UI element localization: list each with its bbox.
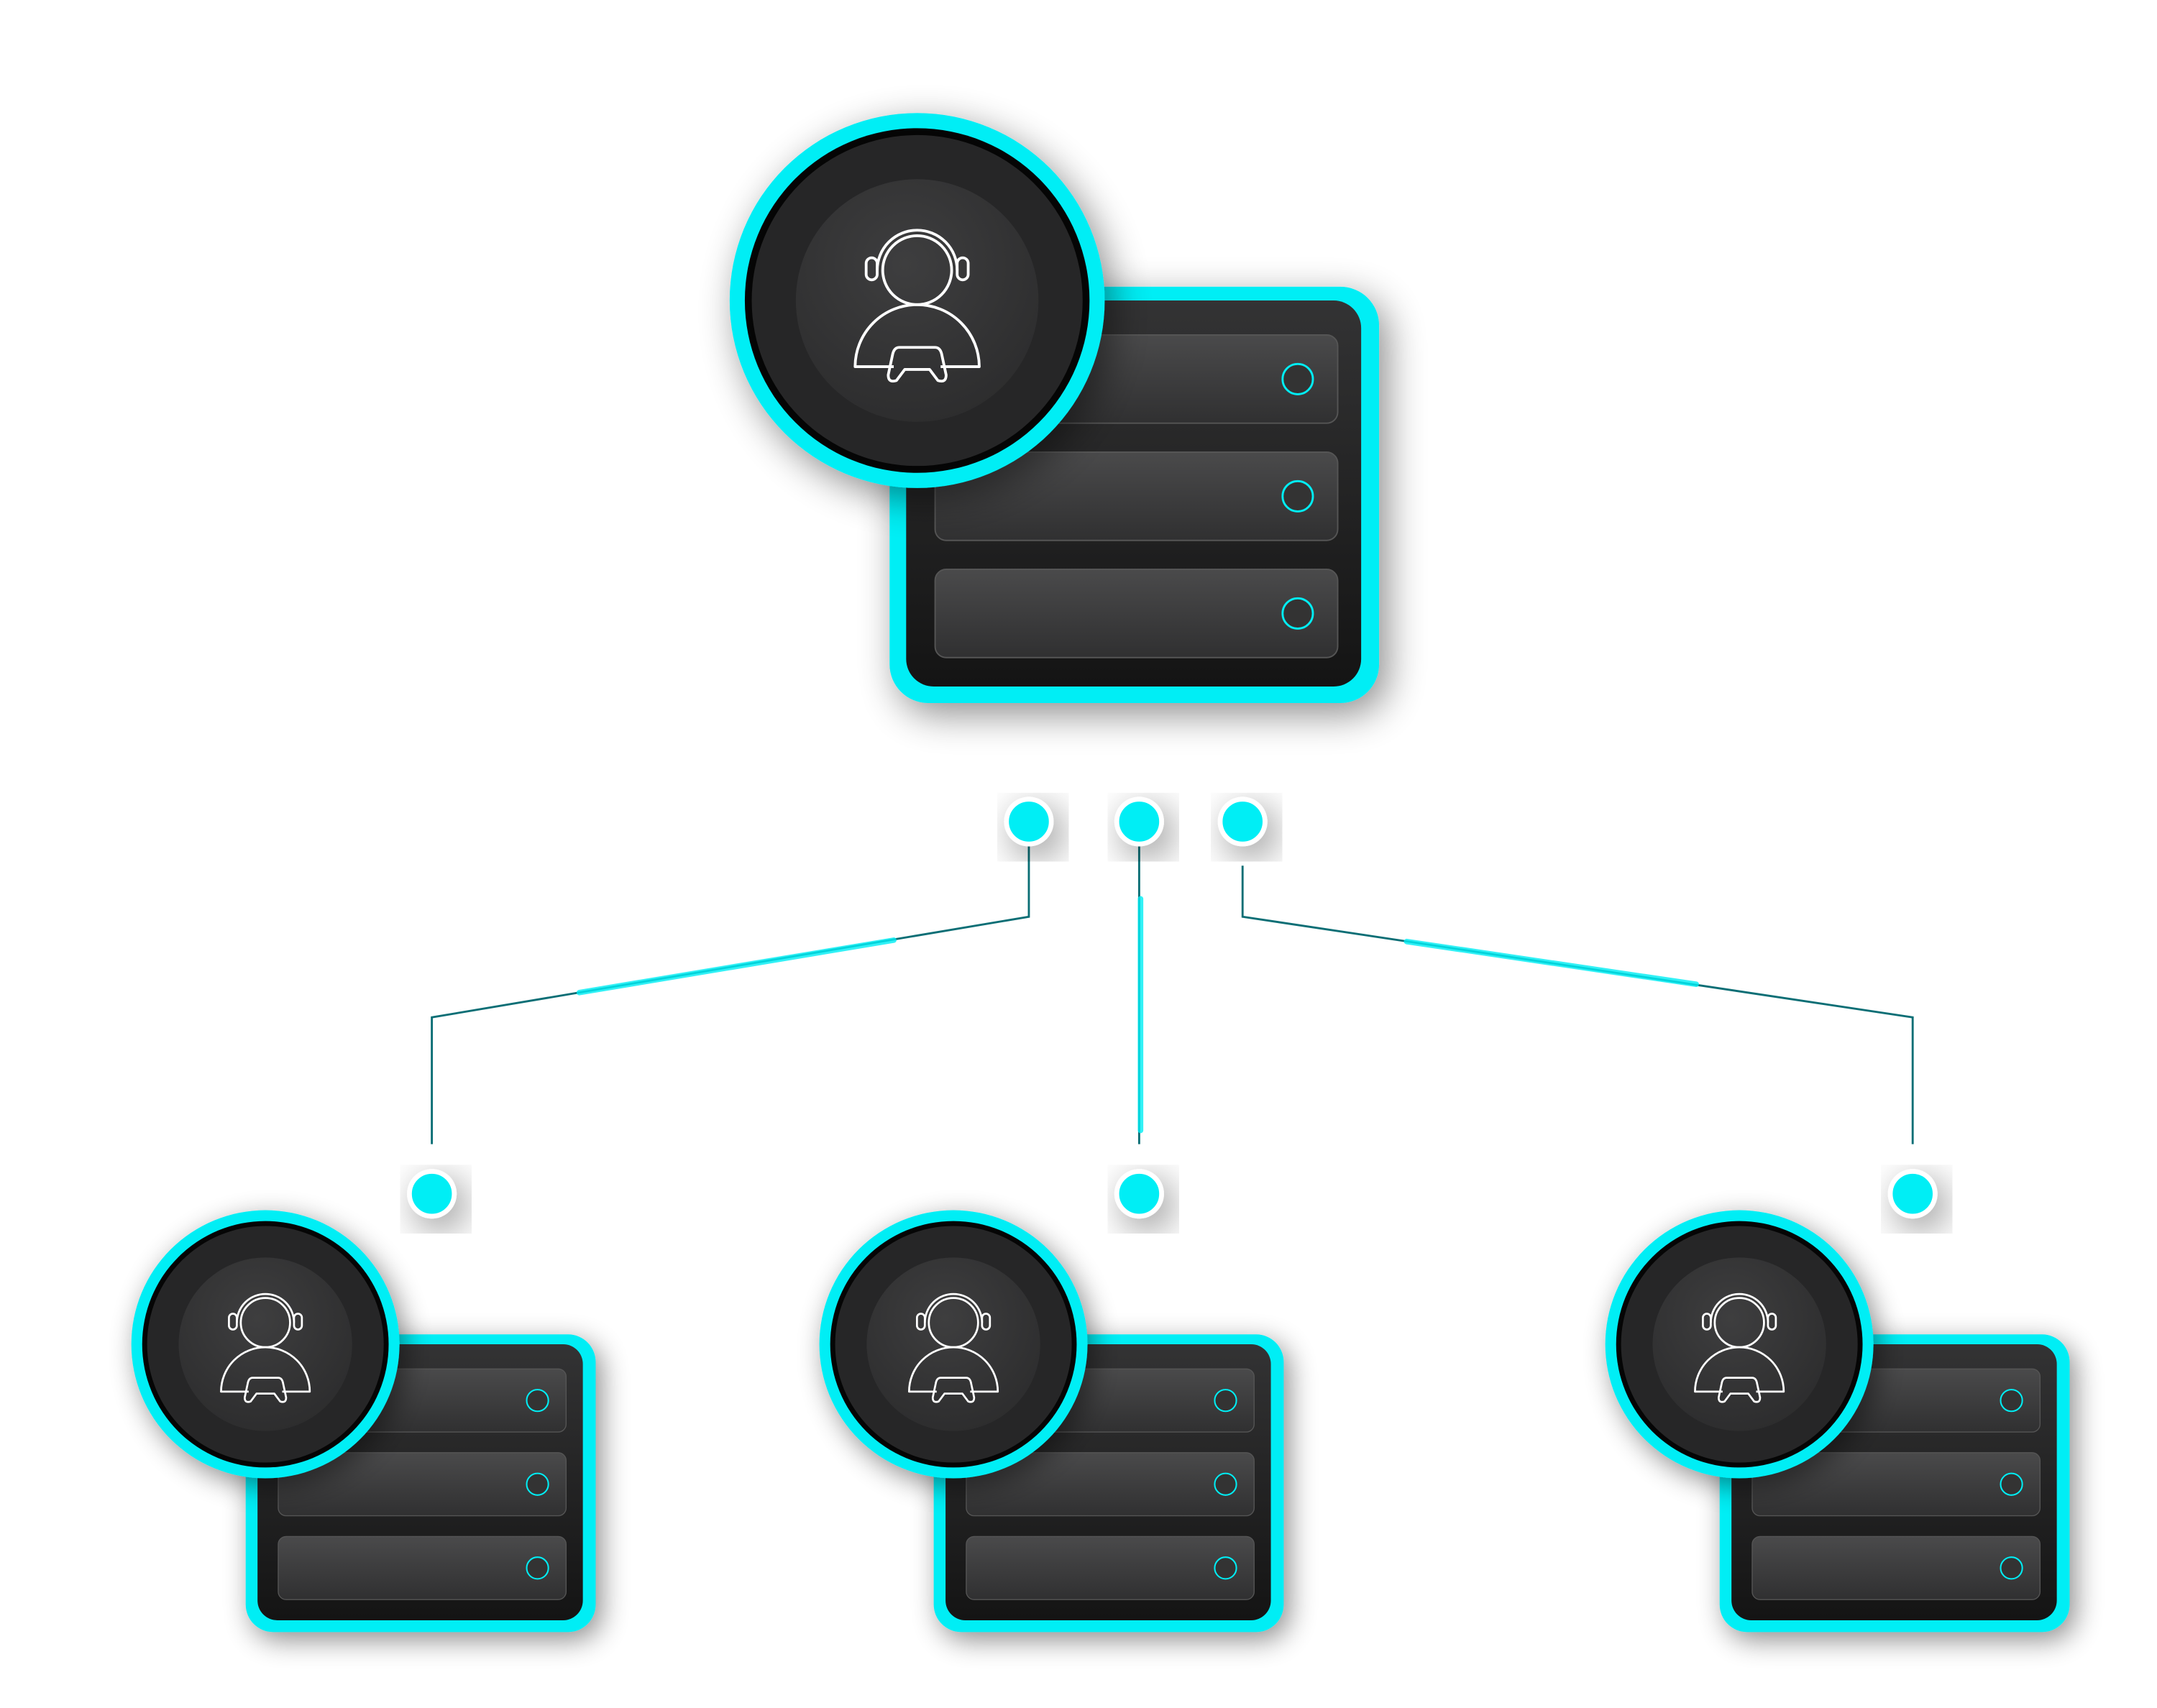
connection-dot [1218,797,1267,846]
headset-band-icon [1710,1293,1769,1323]
client-server-left [131,1210,596,1633]
connection-dot [1114,797,1163,846]
connectors [407,796,1938,1219]
avatar-inner [866,1257,1040,1431]
server-slot [1751,1535,2041,1600]
status-led-icon [1214,1472,1237,1496]
gamer-headset-icon [1694,1293,1785,1403]
server-nodes [131,113,2070,1633]
server-slot [934,451,1339,541]
headset-ear-icon [228,1313,238,1331]
server-slot [966,1452,1255,1517]
gamer-headset-icon [907,1293,999,1403]
body-icon [220,1346,311,1393]
gamer-headset-icon [853,229,981,383]
server-slot [278,1452,567,1517]
headset-band-icon [236,1293,296,1323]
gamepad-icon [887,346,948,383]
client-server-middle [819,1210,1284,1633]
avatar-inner [1652,1257,1826,1431]
status-led-icon [2000,1472,2023,1496]
avatar-inner [178,1257,352,1431]
connection-dot [1888,1170,1937,1218]
status-led-icon [2000,1556,2023,1580]
status-led-icon [526,1556,549,1580]
headset-ear-icon [293,1313,303,1331]
status-led-icon [1214,1556,1237,1580]
status-led-icon [1214,1389,1237,1413]
headset-ear-icon [1767,1313,1777,1331]
server-slot [966,1535,1255,1600]
server-slot [1751,1452,2041,1517]
connector-line-0 [431,846,1030,1144]
status-led-icon [1281,362,1314,395]
connection-dot [408,1170,457,1218]
headset-band-icon [876,229,959,270]
server-slot [934,569,1339,658]
headset-ear-icon [981,1313,992,1331]
avatar-inner [795,179,1039,422]
connector-line-2 [1241,866,1914,1144]
connection-dot [1004,797,1053,846]
status-led-icon [1281,597,1314,630]
body-icon [1694,1346,1785,1393]
status-led-icon [526,1472,549,1496]
headset-ear-icon [864,256,879,282]
gamer-headset-icon [220,1293,311,1403]
gamepad-icon [931,1377,976,1403]
gamepad-icon [1717,1377,1762,1403]
server-slot [278,1535,567,1600]
status-led-icon [2000,1389,2023,1413]
headset-ear-icon [1702,1313,1712,1331]
headset-ear-icon [915,1313,926,1331]
body-icon [907,1346,999,1393]
status-led-icon [526,1389,549,1413]
connection-dot [1114,1170,1163,1218]
client-server-right [1605,1210,2070,1633]
body-icon [853,303,981,369]
gamepad-icon [243,1377,288,1403]
headset-band-icon [923,1293,984,1323]
host-server [729,113,1380,704]
connector-highlight [576,937,897,996]
headset-ear-icon [956,256,970,282]
connector-highlight [1403,938,1699,988]
status-led-icon [1281,479,1314,513]
